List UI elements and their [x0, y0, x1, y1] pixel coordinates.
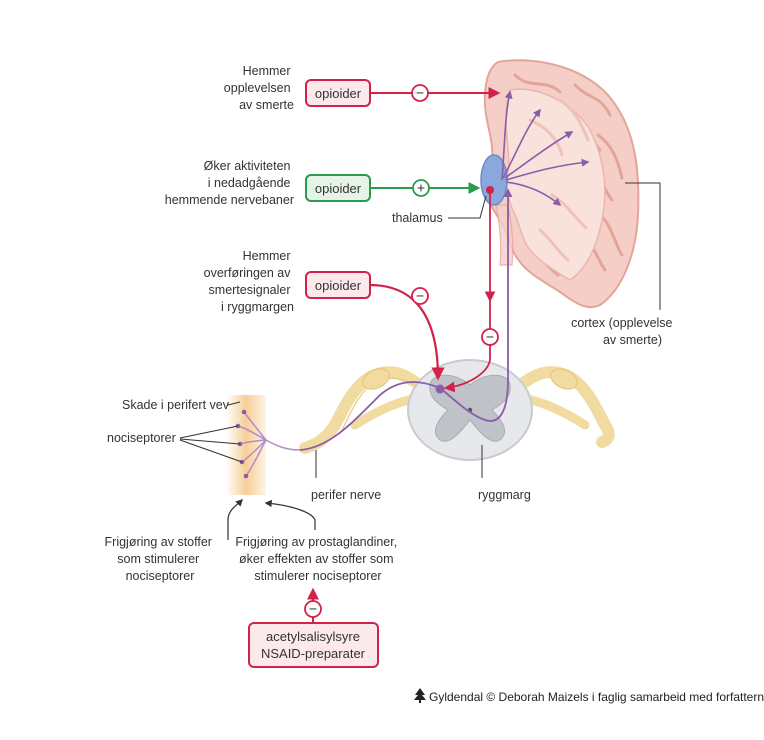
nsaid-box-line-2: NSAID-preparater: [261, 646, 366, 661]
credit-text: Gyldendal © Deborah Maizels i faglig sam…: [429, 690, 764, 704]
opioid-effect-1-text: Hemmer opplevelsen av smerte: [224, 64, 294, 112]
cortex-leader: [625, 182, 661, 310]
opioid-box-3-label: opioider: [315, 278, 362, 293]
nociceptor-endings: [235, 409, 249, 479]
svg-text:−: −: [309, 601, 317, 617]
nsaid-box: acetylsalisylsyre NSAID-preparater: [248, 622, 379, 668]
opioid-box-1-label: opioider: [315, 86, 362, 101]
opioid-effect-2-text: Øker aktiviteten i nedadgående hemmende …: [165, 159, 294, 207]
peripheral-nerve-label: perifer nerve: [311, 488, 381, 502]
thalamocortical-fibers: [501, 90, 590, 207]
svg-text:−: −: [416, 288, 424, 304]
svg-text:−: −: [486, 329, 494, 345]
opioid-box-2: opioider: [305, 174, 371, 202]
svg-text:−: −: [416, 85, 424, 101]
nsaid-box-line-1: acetylsalisylsyre: [266, 629, 360, 644]
nociceptors-leaders: [179, 425, 243, 463]
minus-badge-3: −: [411, 287, 429, 305]
brain-cortex: [483, 59, 640, 309]
plus-badge: +: [412, 179, 430, 197]
release-arrow-2: [264, 499, 316, 530]
spinal-cord-section: [407, 359, 533, 461]
opioid-box-2-label: opioider: [315, 181, 362, 196]
minus-badge-cord: −: [481, 328, 499, 346]
minus-badge-nsaid: −: [304, 600, 322, 618]
release-arrow-1: [227, 498, 244, 540]
opioid-arrow-3: [369, 283, 445, 381]
tissue-damage-label: Skade i perifert vev: [122, 398, 230, 412]
minus-badge-1: −: [411, 84, 429, 102]
opioid-box-3: opioider: [305, 271, 371, 299]
descending-inhibitory-pathway: [443, 190, 496, 393]
ascending-pain-pathway: [299, 188, 513, 451]
nociceptors-label: nociseptorer: [107, 431, 176, 445]
synapse-dot: [435, 384, 445, 394]
tissue-damage-leader: [227, 401, 241, 406]
thalamus-label: thalamus: [392, 211, 443, 225]
svg-text:+: +: [417, 180, 425, 196]
cortex-label: cortex (opplevelse av smerte): [571, 316, 676, 347]
opioid-box-1: opioider: [305, 79, 371, 107]
tree-logo-icon: [414, 688, 426, 703]
opioid-effect-3-text: Hemmer overføringen av smertesignaler i …: [204, 249, 294, 314]
release-2-text: Frigjøring av prostaglandiner, øker effe…: [235, 535, 400, 583]
thalamus-red-dot: [486, 186, 494, 194]
release-1-text: Frigjøring av stoffer som stimulerer noc…: [105, 535, 216, 583]
thalamus-leader: [448, 195, 487, 219]
spinal-cord-label: ryggmarg: [478, 488, 531, 502]
